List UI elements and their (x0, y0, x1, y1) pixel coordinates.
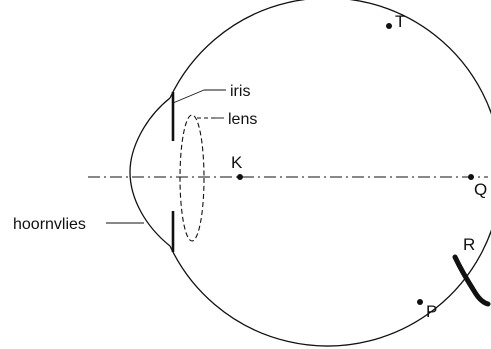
cornea-outline (129, 97, 171, 247)
iris-leader-line (172, 89, 205, 104)
lens-outline (179, 114, 205, 242)
point-p-dot (417, 299, 423, 305)
cornea-label: hoornvlies (13, 216, 86, 233)
point-p-label: P (426, 302, 437, 321)
point-t-label: T (395, 12, 405, 31)
point-r-label: R (463, 235, 475, 254)
iris-label: iris (230, 83, 250, 100)
point-k-label: K (231, 153, 243, 172)
point-k-dot (237, 174, 243, 180)
point-t-dot (386, 23, 392, 29)
point-q-dot (468, 174, 474, 180)
point-q-label: Q (474, 180, 487, 199)
lens-label: lens (228, 111, 257, 128)
optic-nerve (452, 254, 491, 307)
eyeball-outline (169, 0, 491, 347)
